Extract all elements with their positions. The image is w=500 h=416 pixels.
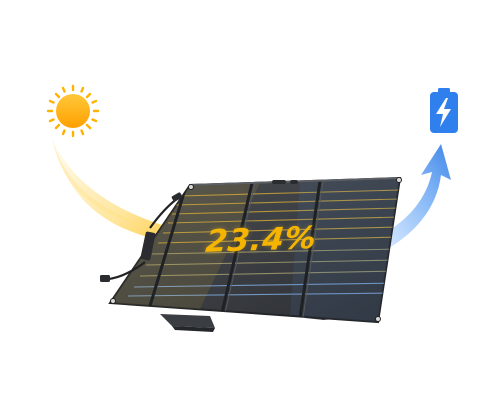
efficiency-label: 23.4% [203, 220, 319, 260]
sun-icon [46, 84, 100, 138]
panel-pouch [160, 314, 215, 332]
panel-cables [100, 192, 183, 282]
solar-panel [108, 176, 402, 324]
sun-beam-wide [52, 135, 160, 230]
battery-charging-icon [430, 88, 458, 133]
